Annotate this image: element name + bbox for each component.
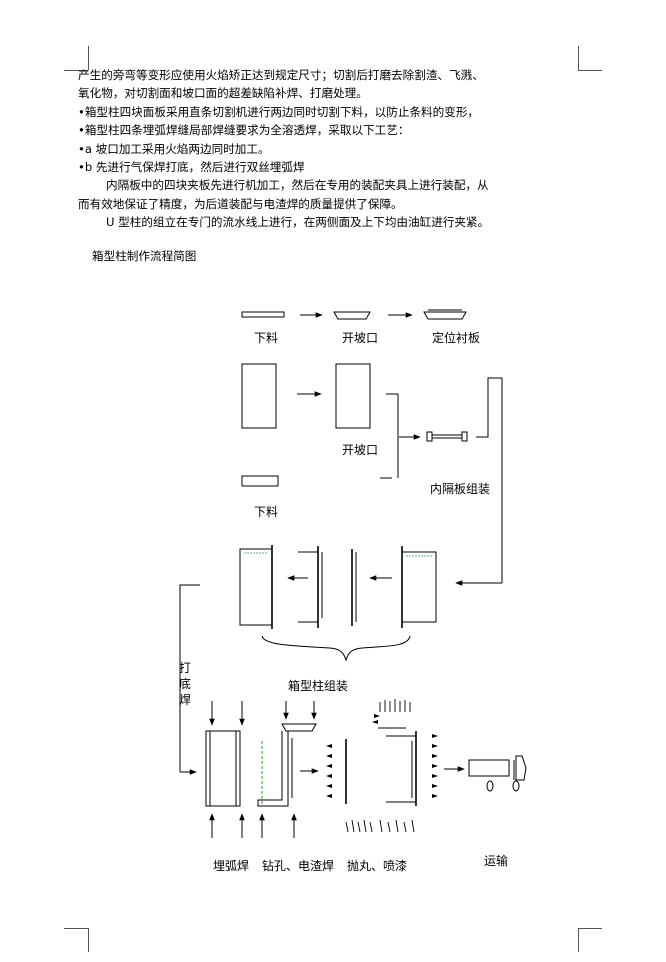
- step-label-maihuhan: 埋弧焊: [213, 859, 250, 873]
- steel-strip-shape: [241, 475, 279, 487]
- bullet-line: •箱型柱四条埋弧焊缝局部焊缝要求为全溶透焊，采取以下工艺：: [78, 123, 410, 138]
- crop-mark: [64, 928, 88, 929]
- bullet-line: •b 先进行气保焊打底，然后进行双丝埋弧焊: [78, 160, 305, 175]
- beveled-strip-shape: [333, 311, 371, 320]
- welded-box-shape: [205, 730, 241, 807]
- box-column-shape: [257, 731, 289, 807]
- spray-arrow-marks: [326, 714, 438, 798]
- truck-cab-shape: [515, 755, 527, 781]
- step-label-dingwei-chenban: 定位衬板: [432, 331, 481, 345]
- step-label-dadihan: 打底焊: [178, 661, 191, 707]
- crop-mark: [64, 70, 88, 71]
- paragraph-line: 产生的旁弯等变形应使用火焰矫正达到规定尺寸；切割后打磨去除割渣、飞溅、: [78, 68, 484, 82]
- body-text: 产生的旁弯等变形应使用火焰矫正达到规定尺寸；切割后打磨去除割渣、飞溅、 氧化物，…: [78, 66, 582, 232]
- truck-wheel: [512, 780, 520, 792]
- crop-mark: [578, 928, 579, 952]
- plate-shape: [241, 363, 277, 429]
- paragraph-line: 内隔板中的四块夹板先进行机加工，然后在专用的装配夹具上进行装配，从: [106, 178, 489, 193]
- crop-mark: [578, 46, 579, 70]
- bullet-line: •a 坡口加工采用火焰两边同时加工。: [78, 141, 270, 156]
- plate-shape: [335, 363, 371, 429]
- diaphragm-assembly-shape: [431, 434, 463, 439]
- step-label-paowan-penqi: 抛丸、喷漆: [347, 859, 408, 873]
- crop-mark: [88, 46, 89, 70]
- column-shape: [402, 551, 437, 623]
- step-label-xialiao-2: 下料: [254, 505, 279, 519]
- crop-mark: [578, 928, 602, 929]
- step-label-kaipokou-2: 开坡口: [342, 443, 379, 457]
- step-label-xiangxingzhu-zuzhuang: 箱型柱组装: [288, 679, 349, 693]
- step-label-zuankong-dianzhahan: 钻孔、电渣焊: [262, 859, 335, 873]
- crop-mark: [88, 928, 89, 952]
- paragraph-line: 氧化物，对切割面和坡口面的超差缺陷补焊、打磨处理。: [78, 86, 368, 101]
- truck-wheel: [486, 780, 494, 792]
- truck-trailer-shape: [468, 759, 510, 777]
- bullet-line: •箱型柱四块面板采用直条切割机进行两边同时切割下料，以防止条料的变形，: [78, 104, 480, 119]
- crop-mark: [578, 70, 602, 71]
- backing-plate-shape: [423, 311, 467, 320]
- paragraph-line: U 型柱的组立在专门的流水线上进行，在两侧面及上下均由油缸进行夹紧。: [106, 215, 490, 230]
- step-label-neigeban-zuzhuang: 内隔板组装: [430, 482, 491, 496]
- step-label-kaipokou-1: 开坡口: [342, 331, 379, 345]
- spray-marks: [345, 699, 415, 833]
- paragraph-line: 而有效地保证了精度，为后道装配与电渣焊的质量提供了保障。: [78, 196, 403, 211]
- column-shape: [298, 551, 319, 623]
- column-shape: [239, 548, 273, 626]
- step-label-xialiao-1: 下料: [254, 331, 279, 345]
- flowchart-title: 箱型柱制作流程简图: [92, 249, 197, 263]
- steel-strip-shape: [241, 311, 285, 318]
- brace-shape: [261, 635, 411, 662]
- step-label-yunshu: 运输: [484, 854, 509, 868]
